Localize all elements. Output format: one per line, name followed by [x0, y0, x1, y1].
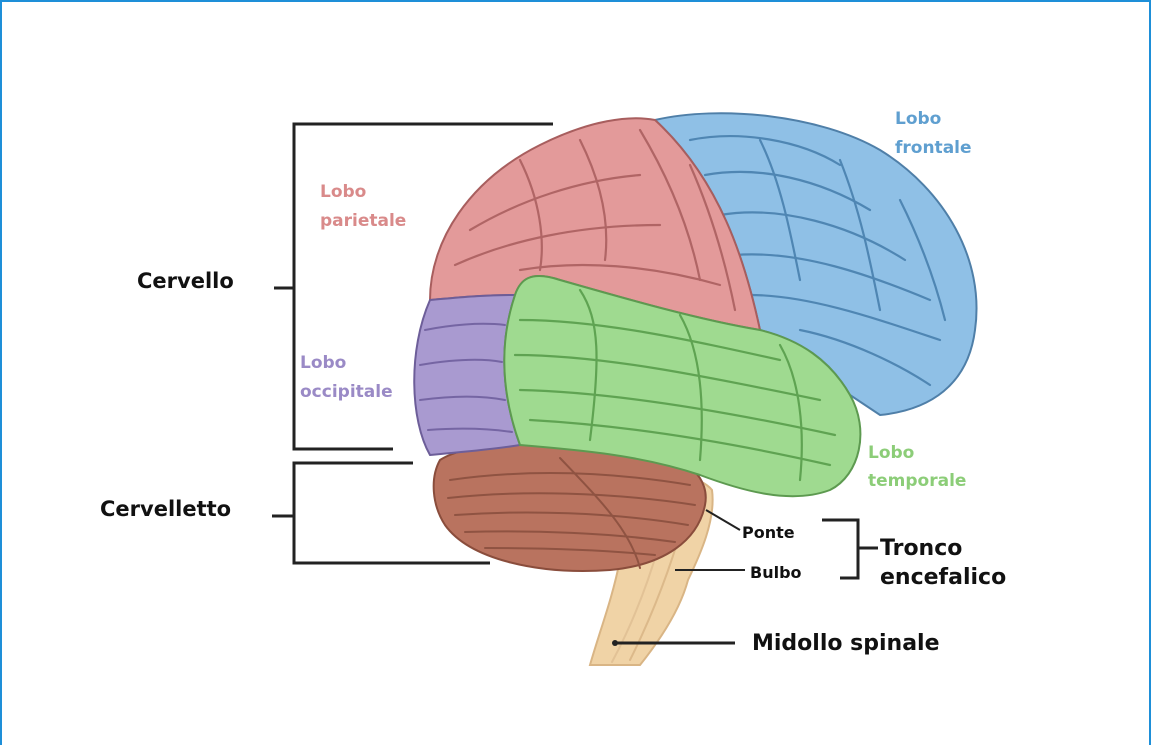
- cervelletto-label: Cervelletto: [100, 497, 231, 521]
- frontal-lobe-label: Lobo frontale: [895, 109, 972, 158]
- temporal-lobe-label: Lobo temporale: [868, 443, 966, 491]
- midollo-spinale-label: Midollo spinale: [752, 631, 940, 656]
- parietal-lobe-label: Lobo parietale: [320, 182, 406, 231]
- cervello-label: Cervello: [137, 269, 234, 293]
- bulbo-label: Bulbo: [750, 563, 802, 582]
- tronco-bracket: [822, 520, 878, 578]
- tronco-encefalico-label: Tronco encefalico: [880, 536, 1006, 590]
- midollo-pointer-dot: [612, 640, 618, 646]
- occipital-lobe-label: Lobo occipitale: [300, 353, 393, 402]
- ponte-label: Ponte: [742, 523, 795, 542]
